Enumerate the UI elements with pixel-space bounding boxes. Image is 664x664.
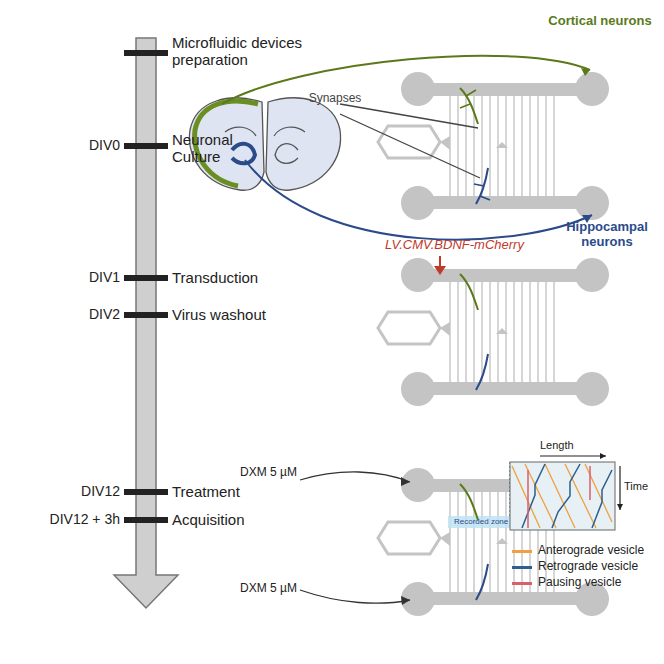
legend-swatch (512, 566, 532, 569)
label: LV.CMV.BDNF-mCherry (385, 238, 565, 253)
legend-text: Retrograde vesicle (538, 560, 662, 574)
label: Microfluidic devices preparation (172, 34, 342, 69)
label: Cortical neurons (545, 14, 655, 29)
label: Hippocampal neurons (552, 220, 662, 250)
label: DIV2 (40, 306, 120, 322)
label: Recorded zone (454, 517, 514, 526)
legend-text: Anterograde vesicle (538, 544, 662, 558)
label: DIV12 + 3h (10, 511, 120, 527)
label: Acquisition (172, 511, 322, 528)
label: DXM 5 µM (240, 466, 310, 480)
legend-text: Pausing vesicle (538, 576, 662, 590)
label: Transduction (172, 269, 322, 286)
label: Virus washout (172, 306, 322, 323)
label: DIV1 (40, 269, 120, 285)
label: DIV0 (40, 137, 120, 153)
legend-swatch (512, 550, 532, 553)
label: Treatment (172, 483, 322, 500)
label: Synapses (300, 92, 370, 106)
label: DIV12 (40, 483, 120, 499)
label: Neuronal Culture (172, 131, 262, 166)
label: DXM 5 µM (240, 582, 310, 596)
label: Length (540, 439, 600, 452)
label: Time (624, 480, 662, 493)
legend-swatch (512, 582, 532, 585)
